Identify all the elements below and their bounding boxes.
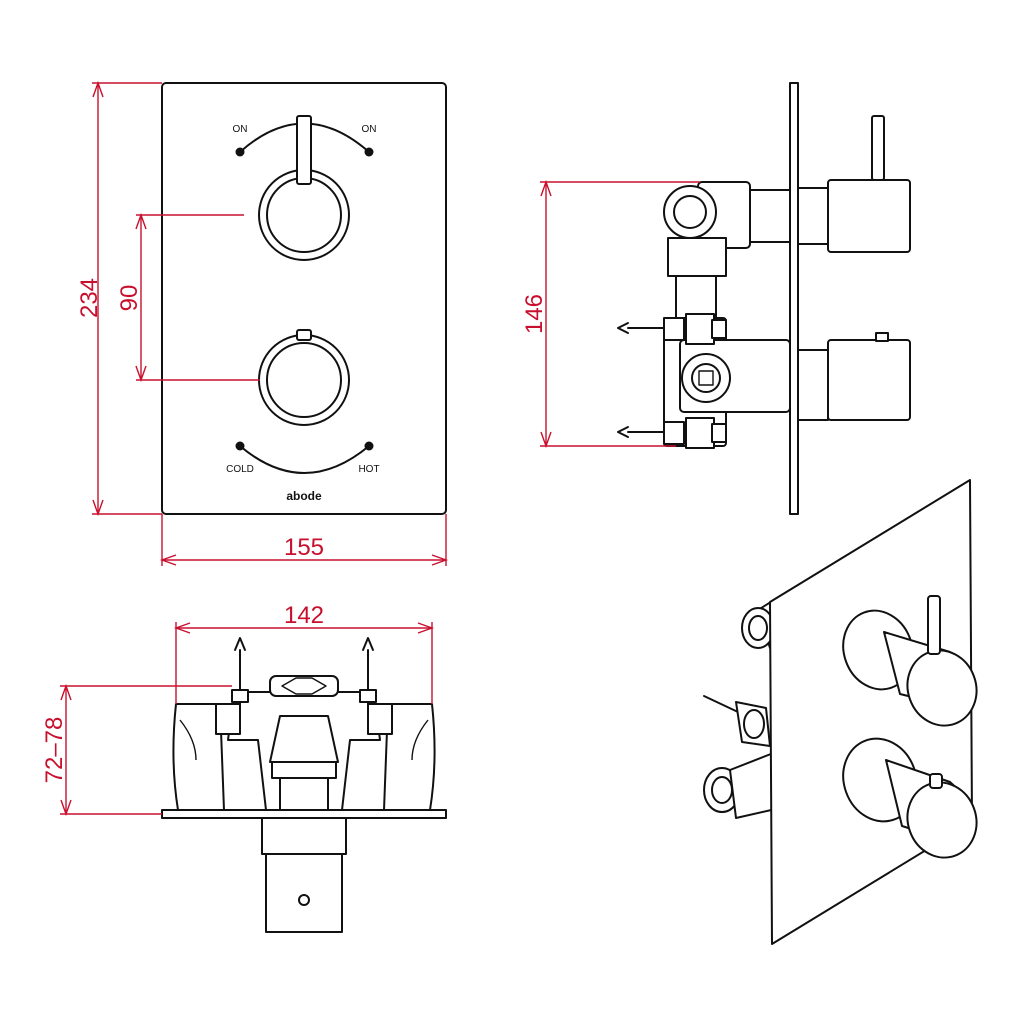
top-view	[161, 637, 447, 933]
hot-label: HOT	[358, 464, 379, 475]
depth-range-label: 72–78	[41, 717, 68, 784]
side-upper-outlet	[663, 185, 717, 239]
side-lower-inlet-slot	[698, 370, 714, 386]
side-upper-handle	[827, 179, 911, 253]
top-left-wing	[172, 703, 225, 811]
side-upper-neck	[667, 237, 727, 277]
side-upper-collar	[797, 187, 829, 245]
side-dimensions: 146	[521, 179, 700, 449]
overall-height-label: 234	[76, 278, 103, 318]
handle-spacing-label: 90	[116, 285, 143, 312]
front-view: ON ON COLD HOT abode	[161, 82, 447, 515]
side-connecting-pipe	[675, 275, 717, 319]
top-plate	[161, 809, 447, 819]
cold-dot	[235, 441, 245, 451]
front-plate	[161, 82, 447, 515]
top-handle-collar	[261, 817, 347, 855]
top-hub	[269, 675, 339, 697]
side-view	[617, 82, 911, 515]
top-valve-stem	[279, 777, 329, 811]
side-lower-inlet-inner	[691, 363, 721, 393]
side-upper-outlet-inner	[673, 195, 707, 229]
on-left-label: ON	[233, 124, 248, 135]
front-dimensions: 234 90 155	[76, 80, 449, 566]
side-upper-stem	[747, 189, 791, 243]
top-right-wing	[383, 703, 436, 811]
side-lower-inlet	[681, 353, 731, 403]
side-lower-collar	[797, 349, 829, 421]
isometric-view	[703, 479, 978, 945]
lower-handle-outer	[258, 334, 350, 426]
cold-label: COLD	[226, 464, 254, 475]
top-handle	[265, 853, 343, 933]
side-lower-handle	[827, 339, 911, 421]
hot-dot	[364, 441, 374, 451]
side-upper-lever	[871, 115, 885, 181]
on-right-dot	[364, 147, 374, 157]
lower-handle-inner	[266, 342, 342, 418]
brand-logo: abode	[286, 489, 322, 503]
on-right-label: ON	[362, 124, 377, 135]
on-left-dot	[235, 147, 245, 157]
plate-width-label: 155	[284, 534, 324, 561]
upper-lever	[296, 115, 312, 185]
body-height-label: 146	[521, 294, 548, 334]
top-valve-core	[269, 715, 339, 763]
lower-stop	[296, 329, 312, 341]
side-plate	[789, 82, 799, 515]
lower-arc	[239, 445, 370, 474]
iso-lower-stop	[929, 773, 943, 789]
iso-upper-lever	[927, 595, 941, 655]
top-handle-pin	[298, 894, 310, 906]
top-dimensions: 142 72–78	[41, 602, 435, 817]
body-width-label: 142	[284, 602, 324, 629]
side-lower-stop	[875, 332, 889, 342]
top-valve-nut	[271, 761, 337, 779]
